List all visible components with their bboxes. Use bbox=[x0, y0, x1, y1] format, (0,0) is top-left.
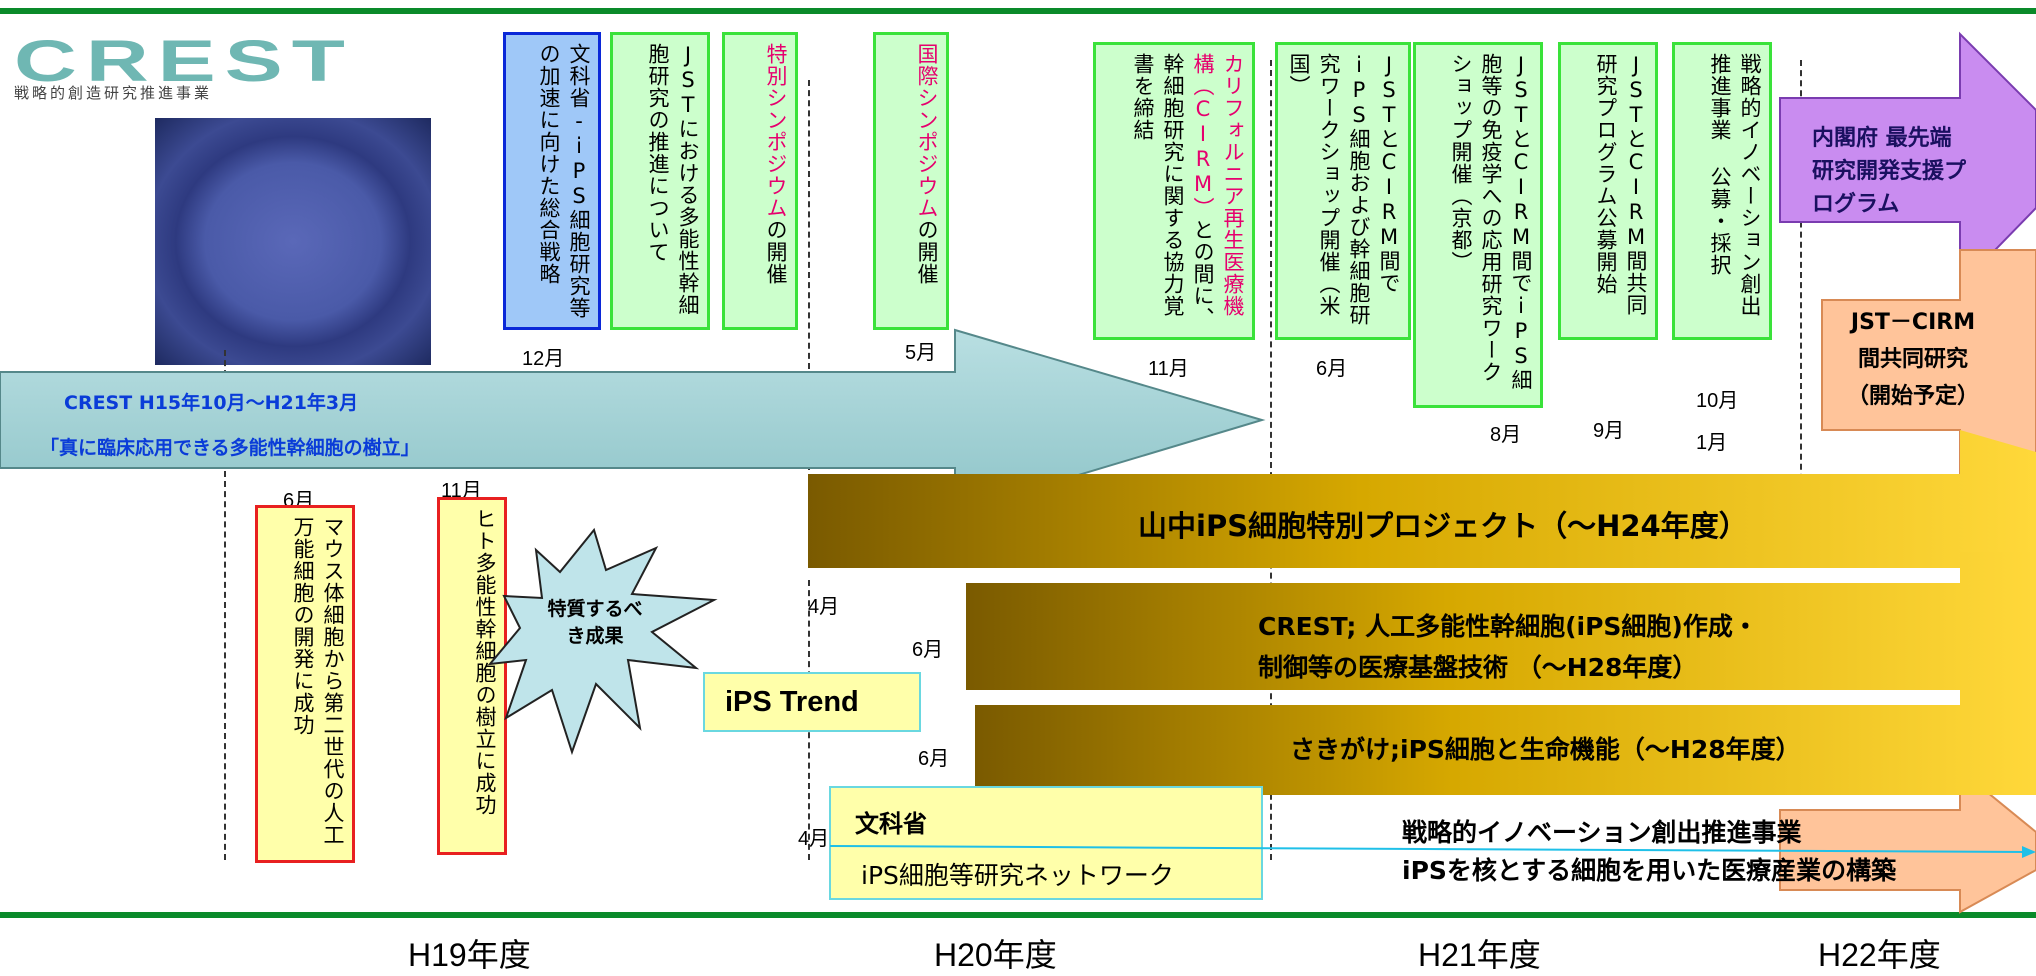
innovation-label: 戦略的イノベーション創出推進事業 iPSを核とする細胞を用いた医療産業の構築 bbox=[1402, 814, 1896, 890]
divider-h19-start bbox=[224, 350, 226, 860]
yamanaka-project-label: 山中iPS細胞特別プロジェクト（～H24年度） bbox=[1138, 509, 1748, 543]
achievement-human-month: 11月 bbox=[441, 480, 482, 502]
innovation-line1: 戦略的イノベーション創出推進事業 bbox=[1402, 818, 1802, 847]
logo-subtitle: 戦略的創造研究推進事業 bbox=[14, 84, 213, 102]
sakigake-label: さきがけ;iPS細胞と生命機能（～H28年度） bbox=[1290, 735, 1801, 764]
innovation-line2: iPSを核とする細胞を用いた医療産業の構築 bbox=[1402, 856, 1897, 885]
burst-label: 特質するべき成果 bbox=[547, 598, 643, 647]
event-intl-symposium-month: 5月 bbox=[905, 342, 937, 364]
event-cirm-workshop-us-box: JSTとCIRM間でiPS細胞および幹細胞研究ワークショップ開催（米国） bbox=[1275, 42, 1411, 340]
achievement-mouse-box: マウス体細胞から第二世代の人工万能細胞の開発に成功 bbox=[255, 505, 355, 863]
event-jst-policy-box: JSTにおける多能性幹細胞研究の推進について bbox=[610, 32, 710, 330]
event-cirm-mou-month: 11月 bbox=[1148, 358, 1189, 380]
jst-cirm-arrow-label: JST－CIRM 間共同研究 （開始予定） bbox=[1846, 310, 1979, 409]
event-special-symposium-box: 特別シンポジウムの開催 bbox=[722, 32, 798, 330]
crest-ips-bar bbox=[966, 552, 2036, 690]
ips-trend-label: iPS Trend bbox=[725, 686, 859, 718]
event-strategy-box: 文科省-iPS細胞研究等の加速に向けた総合戦略 bbox=[503, 32, 601, 330]
event-joint-research-call-box: JSTとCIRM間共同研究プログラム公募開始 bbox=[1558, 42, 1658, 340]
event-innovation-call-month-2: 1月 bbox=[1696, 432, 1728, 454]
ips-cell-colony-image bbox=[155, 118, 431, 365]
sakigake-month: 6月 bbox=[918, 748, 950, 770]
event-intl-symposium-box: 国際シンポジウムの開催 bbox=[873, 32, 949, 330]
divider-h20 bbox=[808, 80, 810, 470]
event-innovation-call-month-1: 10月 bbox=[1696, 390, 1739, 412]
divider-h21 bbox=[1270, 60, 1272, 860]
year-h21: H21年度 bbox=[1418, 937, 1541, 973]
cabinet-arrow-label: 内閣府 最先端研究開発支援プログラム bbox=[1812, 126, 1967, 217]
innovation-line-head bbox=[2022, 846, 2036, 858]
burst-star bbox=[487, 527, 718, 756]
network-month: 4月 bbox=[798, 828, 830, 850]
event-cirm-workshop-kyoto-box: JSTとCIRM間でiPS細胞等の免疫学への応用研究ワークショップ開催（京都） bbox=[1413, 42, 1543, 408]
event-cirm-workshop-us-month: 6月 bbox=[1316, 358, 1348, 380]
crest-ips-month: 6月 bbox=[912, 639, 944, 661]
network-label: iPS細胞等研究ネットワーク bbox=[861, 861, 1174, 890]
year-h22: H22年度 bbox=[1818, 937, 1941, 973]
cabinet-arrow bbox=[1779, 31, 2036, 289]
divider-h22 bbox=[1800, 60, 1802, 490]
yamanaka-project-bar bbox=[808, 430, 2036, 568]
crest-logo: CREST 戦略的創造研究推進事業 bbox=[14, 33, 364, 103]
yamanaka-month: 4月 bbox=[808, 596, 840, 618]
innovation-arrow bbox=[1779, 767, 2036, 914]
network-box: 文科省 iPS細胞等研究ネットワーク bbox=[829, 786, 1263, 900]
event-strategy-month: 12月 bbox=[522, 348, 565, 370]
logo-text: CREST bbox=[14, 29, 354, 94]
jst-cirm-arrow bbox=[1821, 249, 2036, 488]
bottom-green-line bbox=[0, 912, 2036, 918]
crest-arrow-line1: CREST H15年10月～H21年3月 bbox=[64, 392, 359, 414]
innovation-timeline bbox=[829, 845, 2029, 853]
ips-trend-box: iPS Trend bbox=[703, 672, 921, 732]
sakigake-bar bbox=[975, 680, 2036, 795]
event-cirm-mou-box: カリフォルニア再生医療機構（CIRM）との間に、幹細胞研究に関する協力覚書を締結 bbox=[1093, 42, 1255, 340]
top-green-line bbox=[0, 8, 2036, 14]
event-innovation-call-box: 戦略的イノベーション創出推進事業 公募・採択 bbox=[1672, 42, 1772, 340]
crest-ips-label-2: 制御等の医療基盤技術 （～H28年度） bbox=[1258, 653, 1698, 682]
year-h20: H20年度 bbox=[934, 937, 1057, 973]
crest-arrow-line2: 「真に臨床応用できる多能性幹細胞の樹立」 bbox=[40, 437, 420, 459]
achievement-human-box: ヒト多能性幹細胞の樹立に成功 bbox=[437, 497, 507, 855]
network-title: 文科省 bbox=[855, 810, 927, 838]
crest-arrow bbox=[0, 328, 1266, 514]
event-joint-research-call-month: 9月 bbox=[1593, 420, 1625, 442]
crest-ips-label-1: CREST; 人工多能性幹細胞(iPS細胞)作成・ bbox=[1258, 612, 1758, 641]
year-h19: H19年度 bbox=[408, 937, 531, 973]
event-cirm-workshop-kyoto-month: 8月 bbox=[1490, 424, 1522, 446]
